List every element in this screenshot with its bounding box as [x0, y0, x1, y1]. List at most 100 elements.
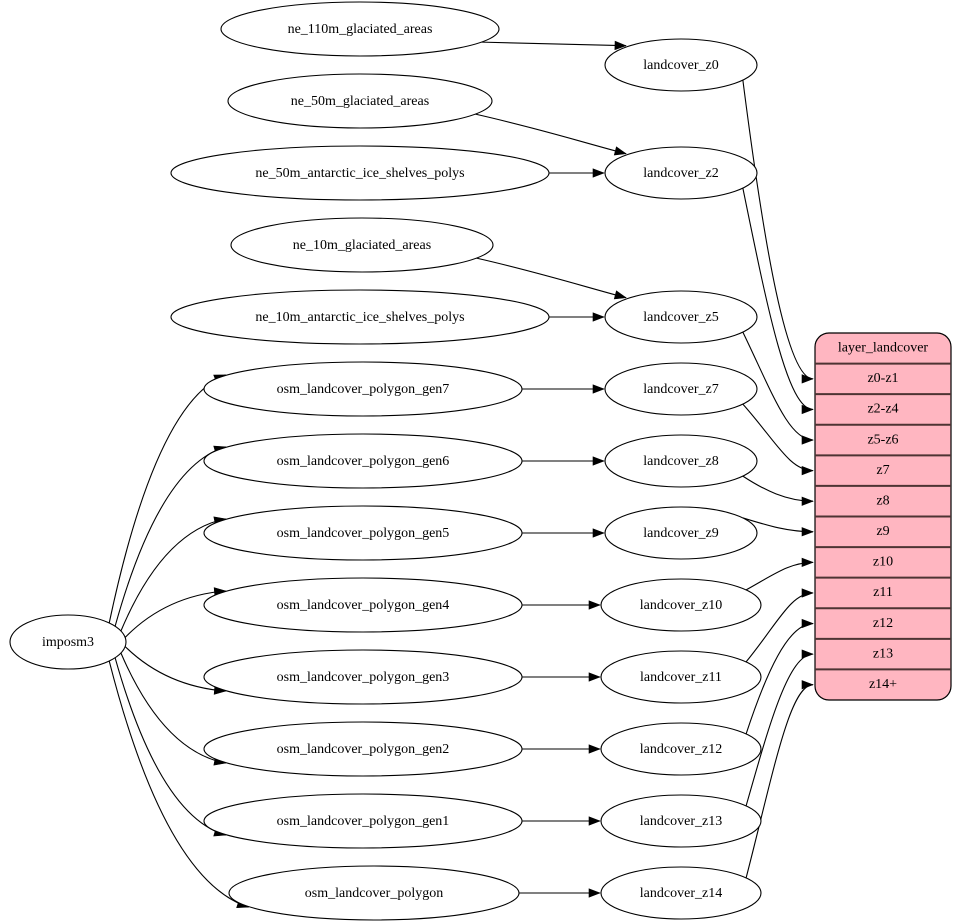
node-label-landcover_z10: landcover_z10 [640, 598, 722, 613]
edge-ne_10m_glaciated_areas-to-landcover_z5 [476, 257, 627, 299]
edge-landcover_z2-to-record-z2-z4 [801, 404, 814, 415]
node-label-osm_landcover_polygon: osm_landcover_polygon [305, 886, 443, 901]
record-row-z5-z6[interactable]: z5-z6 [867, 432, 898, 447]
node-shape-ne_10m_glaciated_areas [230, 217, 494, 273]
node-osm_landcover_polygon_gen2[interactable]: osm_landcover_polygon_gen2 [203, 721, 523, 777]
edge-landcover_z10-to-record-z10 [801, 557, 814, 568]
node-shape-osm_landcover_polygon_gen1 [203, 793, 523, 849]
edge-ne_50m_antarctic_ice_shelves_polys-to-landcover_z2 [592, 168, 605, 178]
record-table-layer-landcover[interactable]: layer_landcover z0-z1 z2-z4 z5-z6 z7 z8 z9 z10 z… [814, 332, 952, 701]
record-row-z14+[interactable]: z14+ [869, 677, 897, 692]
node-label-osm_landcover_polygon_gen2: osm_landcover_polygon_gen2 [277, 742, 450, 757]
node-label-landcover_z14: landcover_z14 [640, 886, 722, 901]
node-shape-ne_50m_glaciated_areas [227, 73, 493, 129]
node-label-ne_10m_antarctic_ice_shelves_polys: ne_10m_antarctic_ice_shelves_polys [255, 310, 464, 325]
record-row-z8[interactable]: z8 [876, 493, 889, 508]
edge-osm_landcover_polygon_gen4-to-landcover_z10 [588, 600, 601, 610]
node-label-osm_landcover_polygon_gen7: osm_landcover_polygon_gen7 [277, 382, 450, 397]
node-label-landcover_z0: landcover_z0 [643, 58, 718, 73]
edge-landcover_z2-to-record-z2-z4 [742, 187, 814, 411]
node-label-landcover_z12: landcover_z12 [640, 742, 722, 757]
edge-landcover_z8-to-record-z8 [801, 496, 814, 506]
node-landcover_z11[interactable]: landcover_z11 [600, 650, 762, 704]
edge-osm_landcover_polygon_gen2-to-landcover_z12 [588, 744, 601, 754]
edge-landcover_z0-to-record-z0-z1 [801, 374, 814, 384]
edge-ne_10m_antarctic_ice_shelves_polys-to-landcover_z5 [592, 312, 605, 322]
node-osm_landcover_polygon_gen7[interactable]: osm_landcover_polygon_gen7 [203, 361, 523, 417]
node-landcover_z12[interactable]: landcover_z12 [600, 722, 762, 776]
node-shape-landcover_z12 [600, 722, 762, 776]
node-label-osm_landcover_polygon_gen6: osm_landcover_polygon_gen6 [277, 454, 450, 469]
edge-osm_landcover_polygon_gen3-to-landcover_z11 [588, 672, 601, 682]
record-row-z0-z1[interactable]: z0-z1 [867, 371, 898, 386]
edge-imposm3-to-osm_landcover_polygon [108, 660, 249, 908]
node-osm_landcover_polygon[interactable]: osm_landcover_polygon [228, 865, 520, 921]
record-header-label: layer_landcover [838, 341, 929, 356]
node-label-ne_50m_glaciated_areas: ne_50m_glaciated_areas [291, 94, 429, 109]
node-label-landcover_z9: landcover_z9 [643, 526, 718, 541]
node-landcover_z13[interactable]: landcover_z13 [600, 794, 762, 848]
node-label-landcover_z8: landcover_z8 [643, 454, 718, 469]
record-row-z2-z4[interactable]: z2-z4 [867, 402, 898, 417]
node-shape-landcover_z8 [604, 434, 758, 488]
node-landcover_z14[interactable]: landcover_z14 [600, 866, 762, 920]
record-table-layer: layer_landcover z0-z1 z2-z4 z5-z6 z7 z8 z9 z10 z… [814, 332, 952, 701]
node-ne_10m_glaciated_areas[interactable]: ne_10m_glaciated_areas [230, 217, 494, 273]
node-shape-landcover_z11 [600, 650, 762, 704]
node-imposm3[interactable]: imposm3 [9, 614, 127, 670]
node-label-imposm3: imposm3 [42, 635, 94, 650]
edge-imposm3-to-osm_landcover_polygon_gen5 [120, 518, 226, 632]
record-row-z13[interactable]: z13 [873, 646, 893, 661]
node-landcover_z7[interactable]: landcover_z7 [604, 362, 758, 416]
node-shape-osm_landcover_polygon_gen2 [203, 721, 523, 777]
node-shape-landcover_z9 [604, 506, 758, 560]
node-shape-osm_landcover_polygon_gen5 [203, 505, 523, 561]
node-ne_110m_glaciated_areas[interactable]: ne_110m_glaciated_areas [220, 1, 500, 57]
edge-landcover_z0-to-record-z0-z1 [742, 80, 814, 380]
node-shape-ne_50m_antarctic_ice_shelves_polys [170, 145, 550, 201]
record-row-z9[interactable]: z9 [876, 524, 889, 539]
node-shape-landcover_z10 [600, 578, 762, 632]
node-layer: ne_110m_glaciated_areas ne_50m_glaciated_… [9, 1, 762, 921]
node-osm_landcover_polygon_gen3[interactable]: osm_landcover_polygon_gen3 [203, 649, 523, 705]
node-landcover_z0[interactable]: landcover_z0 [604, 38, 758, 92]
node-landcover_z8[interactable]: landcover_z8 [604, 434, 758, 488]
edge-ne_10m_glaciated_areas-to-landcover_z5 [613, 290, 627, 300]
node-shape-landcover_z5 [604, 290, 758, 344]
node-label-landcover_z13: landcover_z13 [640, 814, 722, 829]
record-row-z11[interactable]: z11 [873, 585, 893, 600]
edge-landcover_z13-to-record-z13 [801, 649, 814, 659]
node-shape-osm_landcover_polygon_gen3 [203, 649, 523, 705]
node-osm_landcover_polygon_gen6[interactable]: osm_landcover_polygon_gen6 [203, 433, 523, 489]
record-row-z10[interactable]: z10 [873, 555, 893, 570]
node-landcover_z5[interactable]: landcover_z5 [604, 290, 758, 344]
node-landcover_z10[interactable]: landcover_z10 [600, 578, 762, 632]
node-landcover_z2[interactable]: landcover_z2 [604, 146, 758, 200]
edge-imposm3-to-osm_landcover_polygon_gen7 [108, 374, 226, 624]
edge-landcover_z14-to-record-z14+ [745, 684, 814, 879]
edge-osm_landcover_polygon_gen5-to-landcover_z9 [592, 528, 605, 538]
edge-landcover_z14-to-record-z14+ [801, 680, 814, 690]
node-osm_landcover_polygon_gen5[interactable]: osm_landcover_polygon_gen5 [203, 505, 523, 561]
edge-imposm3-to-osm_landcover_polygon_gen3 [123, 645, 226, 692]
node-shape-osm_landcover_polygon [228, 865, 520, 921]
node-osm_landcover_polygon_gen4[interactable]: osm_landcover_polygon_gen4 [203, 577, 523, 633]
node-ne_50m_antarctic_ice_shelves_polys[interactable]: ne_50m_antarctic_ice_shelves_polys [170, 145, 550, 201]
edge-landcover_z12-to-record-z12 [801, 618, 814, 629]
node-label-ne_50m_antarctic_ice_shelves_polys: ne_50m_antarctic_ice_shelves_polys [255, 166, 464, 181]
node-osm_landcover_polygon_gen1[interactable]: osm_landcover_polygon_gen1 [203, 793, 523, 849]
edge-imposm3-to-osm_landcover_polygon_gen2 [120, 652, 226, 764]
node-label-landcover_z2: landcover_z2 [643, 166, 718, 181]
record-row-z7[interactable]: z7 [876, 463, 889, 478]
edge-landcover_z9-to-record-z9 [801, 527, 814, 537]
node-shape-landcover_z13 [600, 794, 762, 848]
node-label-osm_landcover_polygon_gen5: osm_landcover_polygon_gen5 [277, 526, 450, 541]
node-landcover_z9[interactable]: landcover_z9 [604, 506, 758, 560]
edge-landcover_z7-to-record-z7 [801, 465, 814, 476]
node-label-ne_110m_glaciated_areas: ne_110m_glaciated_areas [288, 22, 433, 37]
node-ne_50m_glaciated_areas[interactable]: ne_50m_glaciated_areas [227, 73, 493, 129]
node-ne_10m_antarctic_ice_shelves_polys[interactable]: ne_10m_antarctic_ice_shelves_polys [170, 289, 550, 345]
edge-osm_landcover_polygon_gen6-to-landcover_z8 [592, 456, 605, 466]
record-row-z12[interactable]: z12 [873, 616, 893, 631]
